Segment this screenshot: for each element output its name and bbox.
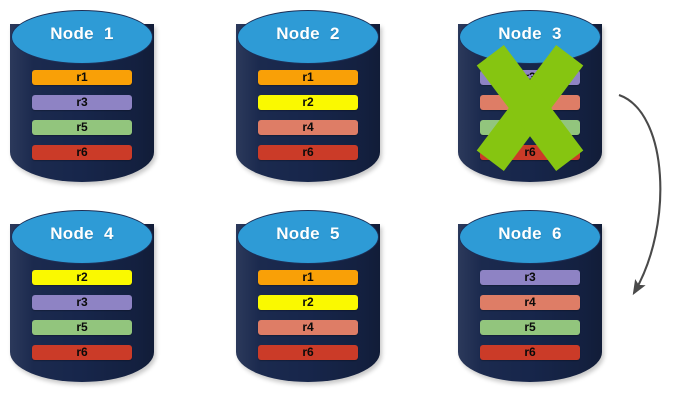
record-bar-r4[interactable]: r4: [258, 320, 358, 335]
record-bar-r4[interactable]: r4: [480, 95, 580, 110]
node-label: Node 4: [50, 224, 114, 243]
record-bar-r6[interactable]: r6: [258, 345, 358, 360]
record-bar-r6[interactable]: r6: [32, 345, 132, 360]
record-list: r1 r2 r4 r6: [258, 70, 358, 160]
record-list: r3 r4 r5 r6: [480, 70, 580, 160]
node-label: Node 5: [276, 224, 340, 243]
record-bar-r1[interactable]: r1: [258, 70, 358, 85]
record-list: r3 r4 r5 r6: [480, 270, 580, 360]
record-bar-r3[interactable]: r3: [32, 295, 132, 310]
cylinder-top-ellipse: [11, 210, 153, 264]
node-label: Node 3: [498, 24, 562, 43]
record-bar-r2[interactable]: r2: [258, 295, 358, 310]
database-node-5[interactable]: Node 5 r1 r2 r4 r6: [236, 208, 380, 382]
node-label: Node 6: [498, 224, 562, 243]
record-list: r2 r3 r5 r6: [32, 270, 132, 360]
record-bar-r6[interactable]: r6: [480, 345, 580, 360]
record-bar-r5[interactable]: r5: [480, 320, 580, 335]
record-bar-r4[interactable]: r4: [480, 295, 580, 310]
record-bar-r3[interactable]: r3: [480, 70, 580, 85]
cylinder-top-ellipse: [237, 210, 379, 264]
record-bar-r2[interactable]: r2: [32, 270, 132, 285]
record-list: r1 r2 r4 r6: [258, 270, 358, 360]
record-bar-r5[interactable]: r5: [32, 120, 132, 135]
record-list: r1 r3 r5 r6: [32, 70, 132, 160]
database-node-3[interactable]: Node 3 r3 r4 r5 r6: [458, 8, 602, 182]
cylinder-top-ellipse: [11, 10, 153, 64]
record-bar-r6[interactable]: r6: [32, 145, 132, 160]
record-bar-r5[interactable]: r5: [32, 320, 132, 335]
database-node-2[interactable]: Node 2 r1 r2 r4 r6: [236, 8, 380, 182]
record-bar-r1[interactable]: r1: [258, 270, 358, 285]
node-label: Node 1: [50, 24, 114, 43]
record-bar-r2[interactable]: r2: [258, 95, 358, 110]
node-label: Node 2: [276, 24, 340, 43]
record-bar-r6[interactable]: r6: [258, 145, 358, 160]
record-bar-r3[interactable]: r3: [480, 270, 580, 285]
database-node-4[interactable]: Node 4 r2 r3 r5 r6: [10, 208, 154, 382]
record-bar-r5[interactable]: r5: [480, 120, 580, 135]
record-bar-r1[interactable]: r1: [32, 70, 132, 85]
record-bar-r6[interactable]: r6: [480, 145, 580, 160]
database-node-6[interactable]: Node 6 r3 r4 r5 r6: [458, 208, 602, 382]
database-node-1[interactable]: Node 1 r1 r3 r5 r6: [10, 8, 154, 182]
record-bar-r4[interactable]: r4: [258, 120, 358, 135]
record-bar-r3[interactable]: r3: [32, 95, 132, 110]
cylinder-top-ellipse: [237, 10, 379, 64]
cylinder-top-ellipse: [459, 210, 601, 264]
